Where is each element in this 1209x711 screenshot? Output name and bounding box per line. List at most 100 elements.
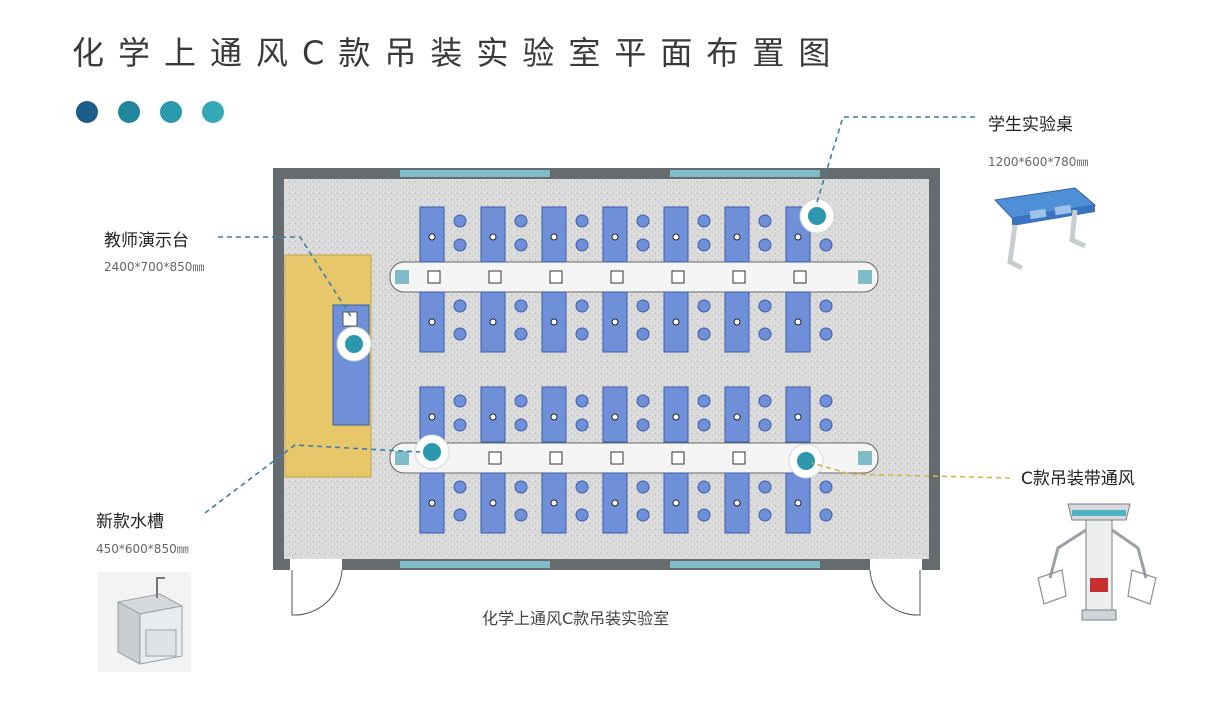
stool [819,418,833,432]
page-title: 化学上通风C款吊装实验室平面布置图 [72,34,845,72]
desk-fixture [428,318,436,326]
desk-fixture [550,233,558,241]
door-opening-left [290,559,342,570]
desk-illus-leg-left [1007,224,1024,271]
stool [819,238,833,252]
stool [514,394,528,408]
stool [453,327,467,341]
desk-fixture [672,499,680,507]
stool [697,299,711,313]
desk-illus-drawer-1 [1029,208,1047,220]
marker-dot-1 [808,207,826,225]
desk-fixture [489,318,497,326]
student-desk-illustration [993,187,1097,271]
window-bottom-right [670,561,820,568]
window-bottom-left [400,561,550,568]
bench-tap [427,270,441,284]
stool [697,238,711,252]
stool [636,394,650,408]
stool [758,508,772,522]
stool [697,214,711,228]
ventilation-illustration [1037,503,1157,621]
sink-illustration [98,572,191,672]
desk-fixture [733,233,741,241]
student-desk [541,472,567,534]
stool [514,418,528,432]
desk-fixture [428,413,436,421]
callout-sink-label: 新款水槽 [96,512,164,532]
stool [514,327,528,341]
stool [697,480,711,494]
stool [636,327,650,341]
stool [636,214,650,228]
ventilation-fixtures [336,198,835,479]
bench-sink-2 [395,451,409,465]
stool [758,214,772,228]
stool [819,299,833,313]
marker-dot-2 [345,335,363,353]
teacher-desk-sink [342,311,358,327]
leader-sink [204,444,421,514]
plan-caption: 化学上通风C款吊装实验室 [482,609,670,628]
stool [453,418,467,432]
door-swing-left [291,569,343,616]
bench-tap [610,270,624,284]
stool [453,480,467,494]
desk-fixture [550,413,558,421]
stool [697,508,711,522]
desk-fixture [733,318,741,326]
desk-fixture [550,318,558,326]
stool [819,394,833,408]
callout-student-desk-label: 学生实验桌 [988,115,1073,135]
vent-illus-hood-band [1072,510,1126,516]
stool [514,299,528,313]
bench-tap [671,270,685,284]
stool [697,418,711,432]
desk-illus-drawer-2 [1054,204,1072,216]
sink-illus-side [117,601,141,665]
desk-fixture [672,318,680,326]
desk-fixture [428,499,436,507]
desk-fixture [550,499,558,507]
desk-fixture [489,413,497,421]
stool [758,299,772,313]
stool [453,299,467,313]
callout-teacher-desk-spec: 2400*700*850㎜ [104,260,205,274]
stool [575,214,589,228]
stool [758,418,772,432]
stool [758,238,772,252]
bench-2 [389,442,879,474]
bench-tap [793,270,807,284]
door-opening-right [870,559,922,570]
desk-fixture [733,499,741,507]
stool [453,394,467,408]
desk-fixture [794,318,802,326]
stool [636,238,650,252]
teacher-platform [284,254,372,478]
sink-illus-faucet [156,577,165,598]
leader-teacher-desk [218,236,353,319]
student-desk [724,472,750,534]
vent-illus-arm-right [1111,528,1148,579]
desk-fixture [611,318,619,326]
desk-fixture [489,499,497,507]
desk-fixture [611,413,619,421]
stool [453,214,467,228]
bench-tap [732,270,746,284]
dot-2 [118,101,140,123]
teacher-platform-floor [284,254,372,478]
vent-illus-arm-left [1048,528,1087,579]
window-top-right [670,170,820,177]
desk-illus-leg-right [1069,209,1087,249]
vent-illus-hood-right [1127,569,1157,605]
vent-illus-column [1085,519,1113,611]
bench-tap [488,270,502,284]
marker-dot-3 [423,443,441,461]
stool [819,508,833,522]
dot-3 [160,101,182,123]
desk-fixture [672,413,680,421]
bench-sink-1 [395,270,409,284]
stool [758,327,772,341]
stool [636,418,650,432]
bench-tap [549,451,563,465]
